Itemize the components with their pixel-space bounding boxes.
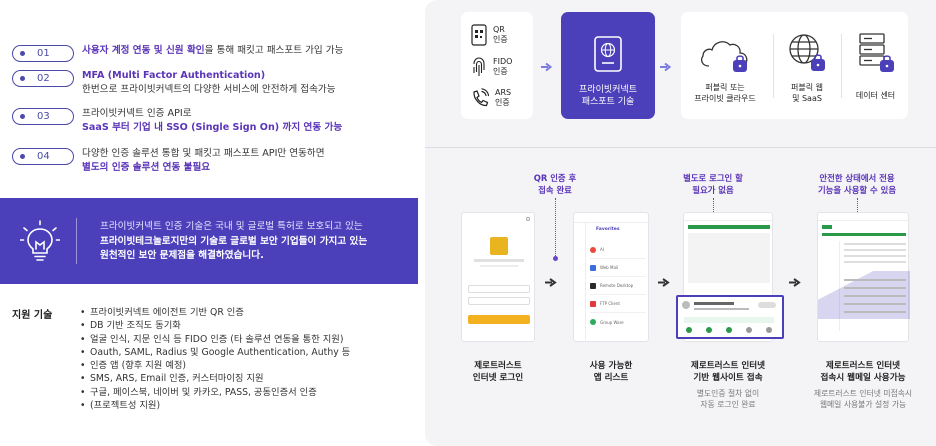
support-item: 프라이빗커넥트 에이전트 기반 QR 인증 — [80, 306, 350, 320]
webmail-thumbnail — [817, 212, 910, 342]
qr-phone-icon — [471, 24, 487, 46]
support-item: 얼굴 인식, 지문 인식 등 FIDO 인증 (타 솔루션 연동을 통한 지원) — [80, 333, 350, 347]
banner-line-3: 원천적인 보안 문제점을 해결하였습니다. — [100, 250, 264, 261]
support-title: 지원 기술 — [12, 310, 53, 321]
support-item: 구글, 페이스북, 네이버 및 카카오, PASS, 공동인증서 인증 — [80, 386, 350, 400]
support-item-continued: 인증 앱 (향후 지원 예정) — [80, 359, 350, 373]
auto-login-popup — [676, 295, 784, 339]
support-item: Oauth, SAML, Radius 및 Google Authenticat… — [80, 346, 350, 360]
passport-icon — [594, 36, 622, 72]
arrow-right-icon — [541, 62, 553, 72]
app-item[interactable]: Web Mail — [590, 259, 646, 277]
phone-call-icon — [473, 88, 489, 107]
left-panel: 01 사용자 계정 연동 및 신원 확인을 통해 패킷고 패스포트 가입 가능 … — [0, 0, 418, 446]
feature-number-badge: 03 — [12, 108, 74, 125]
feature-number-badge: 01 — [12, 45, 74, 62]
server-lock-icon — [859, 33, 894, 72]
banner-line-1: 프라이빗커넥트 인증 기술은 국내 및 글로벌 특허로 보호되고 있는 — [100, 221, 363, 232]
app-item[interactable]: Group Ware — [590, 313, 646, 331]
website-thumbnail — [676, 212, 784, 342]
feature-number-badge: 02 — [12, 70, 74, 87]
arrow-right-icon — [658, 278, 670, 287]
globe-lock-icon — [789, 34, 825, 71]
arrow-right-icon — [660, 62, 672, 72]
app-item[interactable]: AI — [590, 241, 646, 259]
app-item[interactable]: Remote Desktop — [590, 277, 646, 295]
support-item: DB 기반 조직도 동기화 — [80, 319, 350, 333]
target-datacenter-label: 데이터 센터 — [855, 91, 896, 100]
login-screen-thumbnail — [461, 212, 535, 342]
feature-number-badge: 04 — [12, 148, 74, 165]
support-list: 프라이빗커넥트 에이전트 기반 QR 인증 DB 기반 조직도 동기화 얼굴 인… — [80, 306, 350, 413]
banner-line-2: 프라이빗테크놀로지만의 기술로 글로벌 보안 기업들이 가지고 있는 — [100, 235, 368, 247]
fingerprint-icon — [473, 57, 485, 76]
lightbulb-icon — [20, 220, 60, 261]
patent-banner: 프라이빗커넥트 인증 기술은 국내 및 글로벌 특허로 보호되고 있는 프라이빗… — [0, 198, 418, 284]
app-item[interactable]: FTP Client — [590, 295, 646, 313]
feature-02: 02 MFA (Multi Factor Authentication)한번으로… — [12, 69, 336, 97]
feature-01: 01 사용자 계정 연동 및 신원 확인을 통해 패킷고 패스포트 가입 가능 — [12, 44, 343, 62]
support-item-continued: (프로젝트성 지원) — [80, 399, 350, 413]
cloud-lock-icon — [701, 41, 748, 72]
app-list-thumbnail: Favorites AI Web Mail Remote Desktop FTP… — [573, 212, 650, 343]
app-list-title: Favorites — [596, 227, 620, 232]
arrow-right-icon — [545, 278, 557, 287]
support-item: SMS, ARS, Email 인증, 커스터마이징 지원 — [80, 372, 350, 386]
arrow-right-icon — [789, 278, 801, 287]
